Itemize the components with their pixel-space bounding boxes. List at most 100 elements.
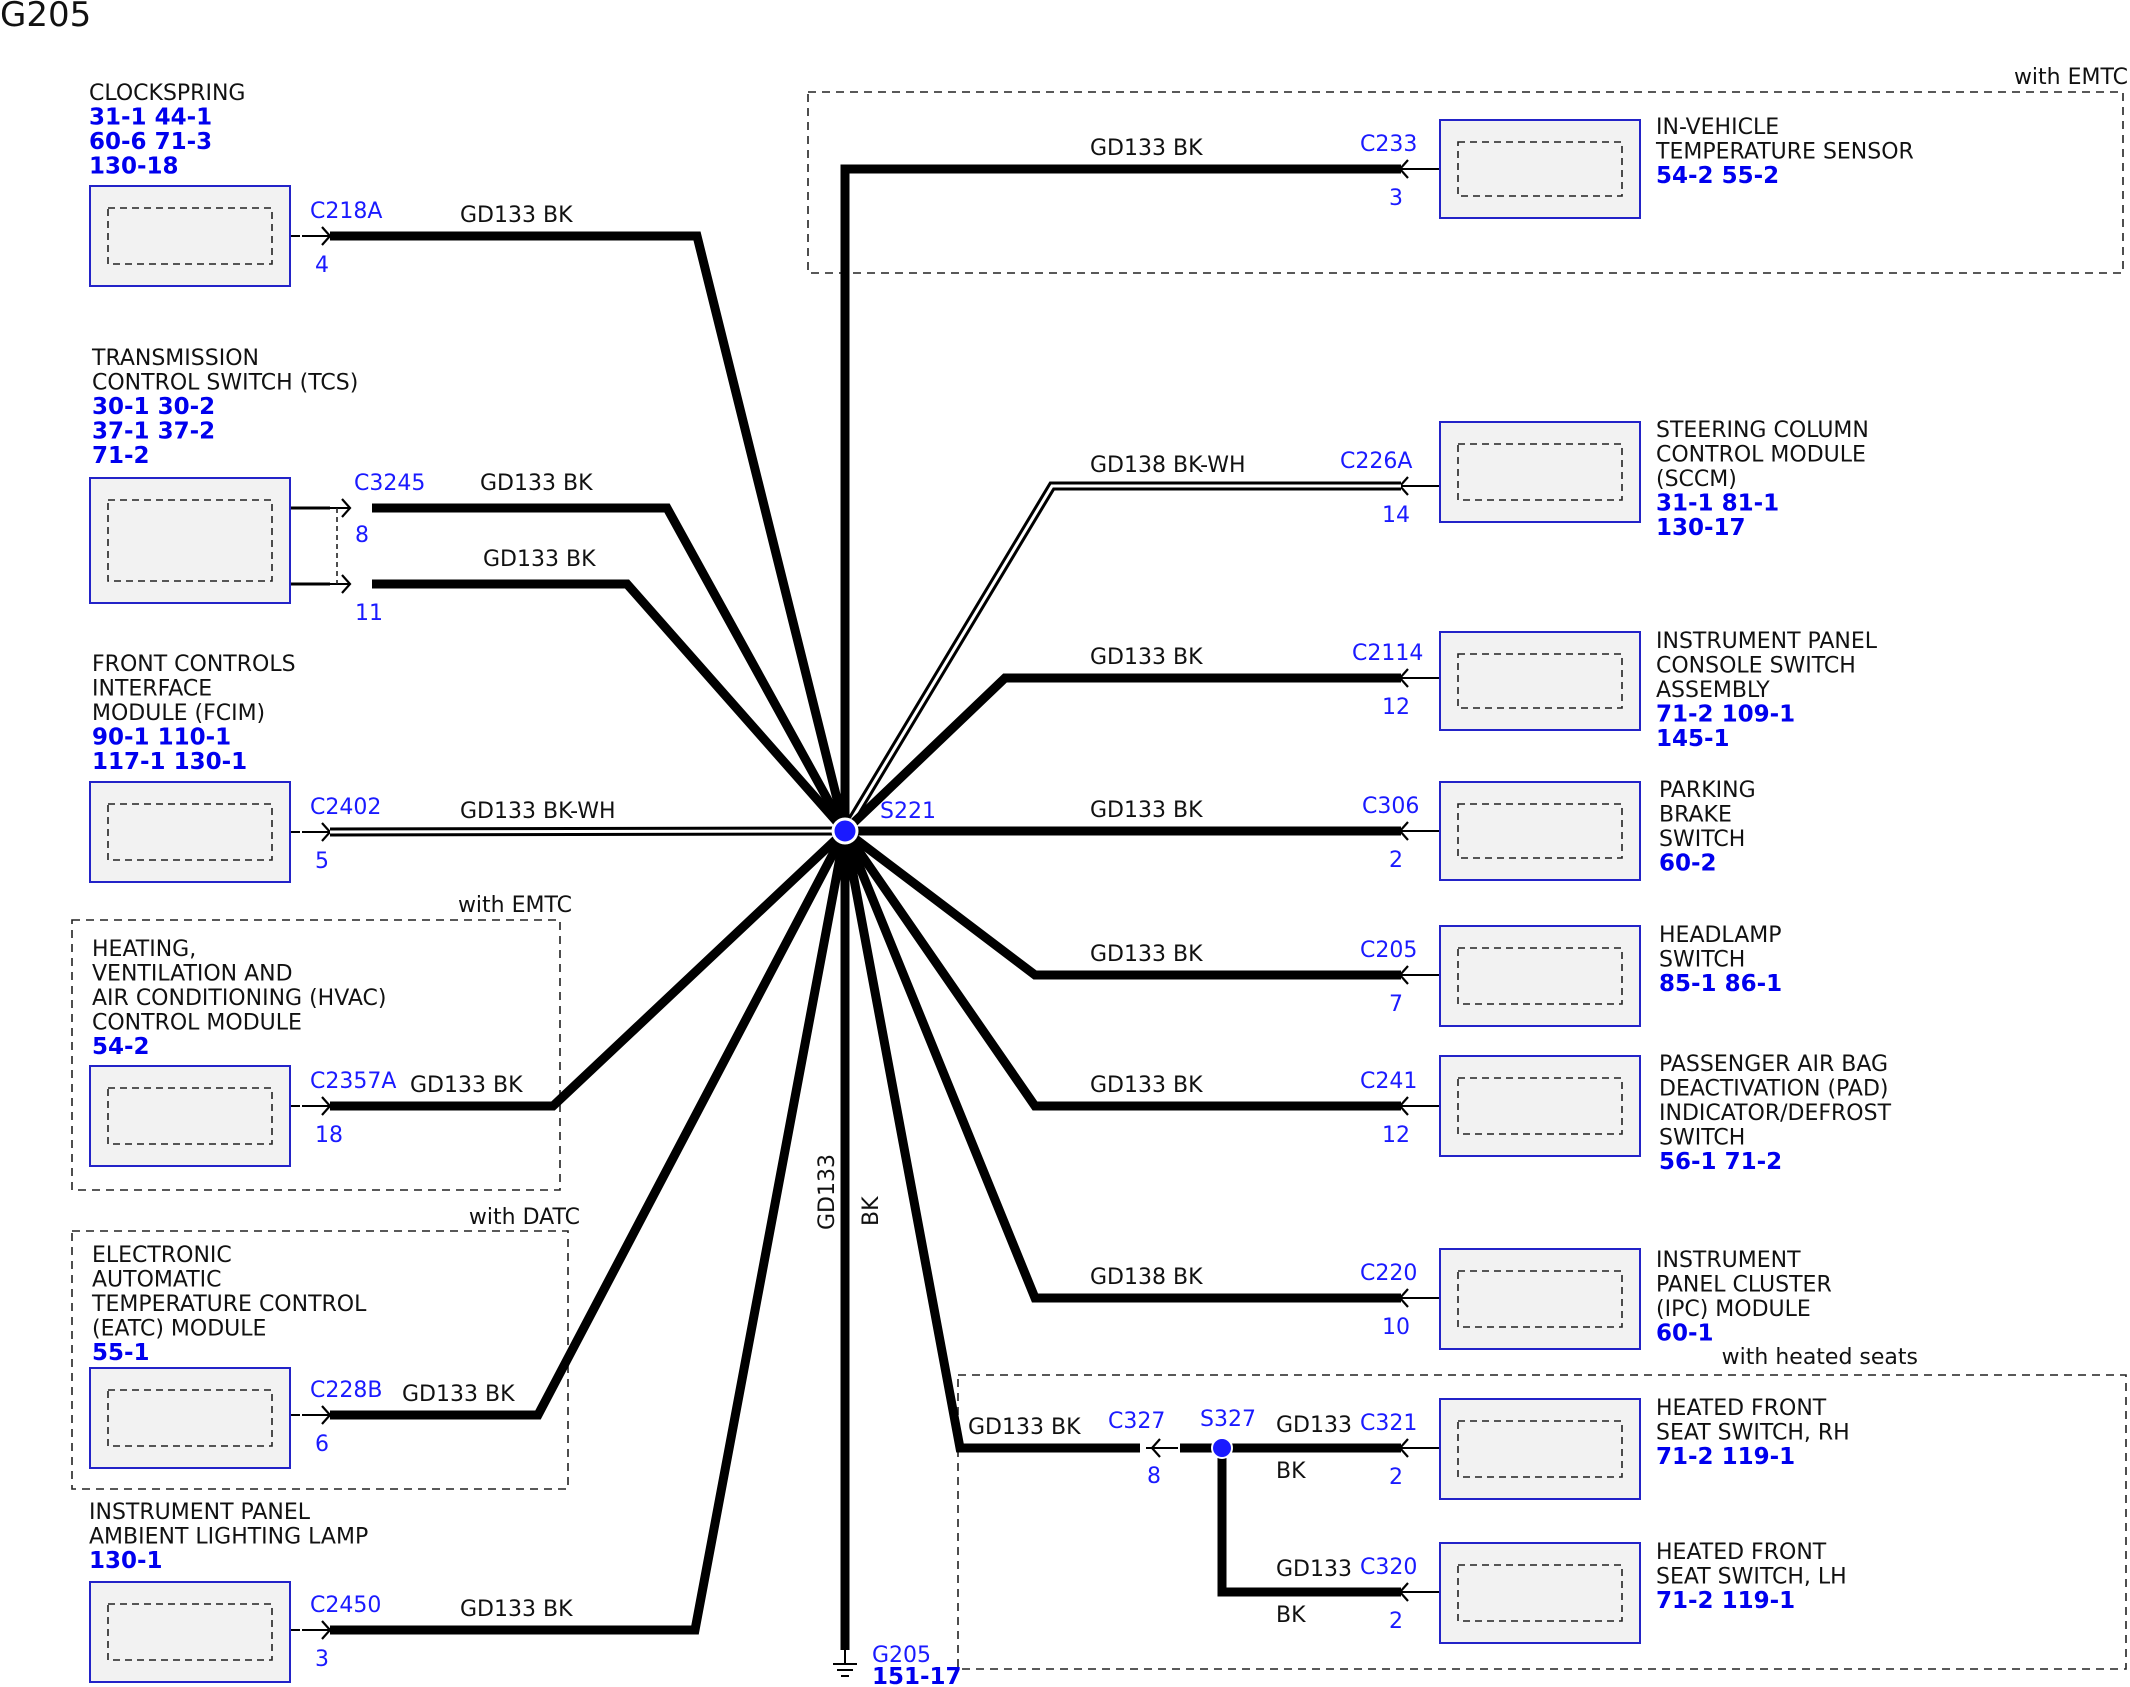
connector-c218a: C218A bbox=[310, 199, 382, 224]
left-clockspring-ref: 130-18 bbox=[89, 154, 179, 180]
right-parking-brake-switch-name-line: PARKING bbox=[1659, 778, 1756, 803]
wire-color-label: BK bbox=[1276, 1603, 1306, 1628]
right-in-vehicle-temp-sensor-name-line: TEMPERATURE SENSOR bbox=[1655, 140, 1914, 165]
right-sccm-ref: 130-17 bbox=[1656, 515, 1746, 541]
left-eatc-name-line: TEMPERATURE CONTROL bbox=[91, 1292, 367, 1317]
pin-number: 12 bbox=[1382, 1123, 1410, 1148]
wire-label: GD133 BK bbox=[1090, 942, 1203, 967]
right-sccm-name-line: STEERING COLUMN bbox=[1656, 418, 1869, 443]
trunk-color-label: BK bbox=[859, 1196, 884, 1226]
wire-label: GD133 BK bbox=[480, 471, 593, 496]
wire-label: GD133 BK bbox=[1090, 136, 1203, 161]
wire-tcs-pin11 bbox=[372, 579, 849, 834]
component-pad-switch bbox=[1439, 1055, 1641, 1157]
component-internal-outline bbox=[107, 499, 273, 582]
group-with-datc-label: with DATC bbox=[469, 1205, 580, 1230]
component-internal-outline bbox=[107, 1603, 273, 1661]
component-hvac bbox=[89, 1065, 291, 1167]
right-sccm-name-line: (SCCM) bbox=[1656, 467, 1737, 492]
component-sccm bbox=[1439, 421, 1641, 523]
component-internal-outline bbox=[107, 1087, 273, 1145]
component-internal-outline bbox=[1457, 947, 1623, 1005]
left-hvac-name-line: HEATING, bbox=[92, 937, 196, 962]
left-hvac-name-line: VENTILATION AND bbox=[92, 962, 293, 987]
ground-label: G205 bbox=[872, 1643, 931, 1668]
left-tcs-ref: 71-2 bbox=[92, 443, 150, 469]
component-internal-outline bbox=[1457, 1420, 1623, 1478]
wire-eatc bbox=[330, 828, 849, 1420]
right-parking-brake-switch-name-line: SWITCH bbox=[1659, 827, 1745, 852]
right-ip-console-switch-ref: 145-1 bbox=[1656, 726, 1730, 752]
right-ipc-module-name-line: PANEL CLUSTER bbox=[1656, 1273, 1832, 1298]
connector-c2450: C2450 bbox=[310, 1593, 381, 1618]
splice-s221-icon bbox=[831, 817, 859, 845]
right-ipc-module-ref: 60-1 bbox=[1656, 1321, 1714, 1347]
pin-number: 11 bbox=[355, 601, 383, 626]
group-with-heated-seats-label: with heated seats bbox=[1722, 1345, 1918, 1370]
wire-ip-console-switch bbox=[841, 673, 1401, 835]
component-internal-outline bbox=[1457, 141, 1623, 197]
right-sccm-name-line: CONTROL MODULE bbox=[1656, 443, 1866, 468]
connector-c3245: C3245 bbox=[354, 471, 425, 496]
pin-number: 5 bbox=[315, 849, 329, 874]
wire-circuit-label: GD133 bbox=[1276, 1413, 1352, 1438]
left-hvac-name-line: CONTROL MODULE bbox=[92, 1011, 302, 1036]
wire-c327-to-s221 bbox=[840, 830, 1140, 1453]
wire-circuit-label: GD133 bbox=[1276, 1557, 1352, 1582]
wire-pad-switch bbox=[841, 828, 1401, 1111]
wire-tcs-pin8 bbox=[372, 503, 849, 834]
left-clockspring-ref: 31-1 44-1 bbox=[89, 105, 212, 131]
ground-icon bbox=[833, 1650, 857, 1677]
connector-c306: C306 bbox=[1362, 794, 1419, 819]
pin-number: 14 bbox=[1382, 503, 1410, 528]
pin-number: 6 bbox=[315, 1432, 329, 1457]
right-parking-brake-switch-name-line: BRAKE bbox=[1659, 803, 1732, 828]
component-internal-outline bbox=[107, 803, 273, 861]
ground-ref: 151-17 bbox=[872, 1664, 962, 1687]
wire-clockspring bbox=[330, 231, 850, 833]
wire-fcim bbox=[329, 826, 846, 837]
splice-s327-icon bbox=[1211, 1437, 1233, 1459]
right-in-vehicle-temp-sensor-ref: 54-2 55-2 bbox=[1656, 163, 1779, 189]
connector-c2357a: C2357A bbox=[310, 1069, 396, 1094]
connector-c241: C241 bbox=[1360, 1069, 1417, 1094]
wire-headlamp-switch bbox=[842, 827, 1401, 980]
wire-label: GD138 BK bbox=[1090, 1265, 1203, 1290]
right-headlamp-switch-ref: 85-1 86-1 bbox=[1659, 971, 1782, 997]
wire-label: GD133 BK bbox=[402, 1382, 515, 1407]
right-pad-switch-name-line: DEACTIVATION (PAD) bbox=[1659, 1077, 1889, 1102]
component-eatc bbox=[89, 1367, 291, 1469]
component-ambient-lamp bbox=[89, 1581, 291, 1683]
left-hvac-ref: 54-2 bbox=[92, 1034, 150, 1060]
right-ip-console-switch-name-line: ASSEMBLY bbox=[1656, 678, 1770, 703]
pin-number: 2 bbox=[1389, 1465, 1403, 1490]
component-ip-console-switch bbox=[1439, 631, 1641, 731]
right-headlamp-switch-name-line: HEADLAMP bbox=[1659, 923, 1782, 948]
component-internal-outline bbox=[107, 1389, 273, 1447]
wire-sccm bbox=[841, 481, 1401, 834]
right-parking-brake-switch-ref: 60-2 bbox=[1659, 851, 1717, 877]
left-tcs-name-line: CONTROL SWITCH (TCS) bbox=[92, 371, 358, 396]
connector-c220: C220 bbox=[1360, 1261, 1417, 1286]
right-heated-seat-lh-name-line: HEATED FRONT bbox=[1656, 1540, 1827, 1565]
right-heated-seat-rh-ref: 71-2 119-1 bbox=[1656, 1444, 1795, 1470]
wire-ambient-lamp bbox=[330, 830, 850, 1635]
splice-s221-label: S221 bbox=[880, 799, 936, 824]
connector-c2402: C2402 bbox=[310, 795, 381, 820]
left-ambient-lamp-ref: 130-1 bbox=[89, 1548, 163, 1574]
right-sccm-ref: 31-1 81-1 bbox=[1656, 491, 1779, 517]
page-title: G205 bbox=[0, 0, 91, 35]
component-fcim bbox=[89, 781, 291, 883]
right-heated-seat-rh-name-line: SEAT SWITCH, RH bbox=[1656, 1421, 1850, 1446]
wire-label: GD133 BK bbox=[1090, 645, 1203, 670]
component-heated-seat-rh bbox=[1439, 1398, 1641, 1500]
component-internal-outline bbox=[1457, 653, 1623, 709]
component-internal-outline bbox=[1457, 1270, 1623, 1328]
wire-heated-seat-lh bbox=[1217, 1448, 1401, 1597]
wire-label: GD133 BK bbox=[410, 1073, 523, 1098]
left-hvac-name-line: AIR CONDITIONING (HVAC) bbox=[92, 986, 386, 1011]
left-fcim-ref: 90-1 110-1 bbox=[92, 725, 231, 751]
component-internal-outline bbox=[1457, 443, 1623, 501]
wire-label: GD133 BK bbox=[968, 1415, 1081, 1440]
